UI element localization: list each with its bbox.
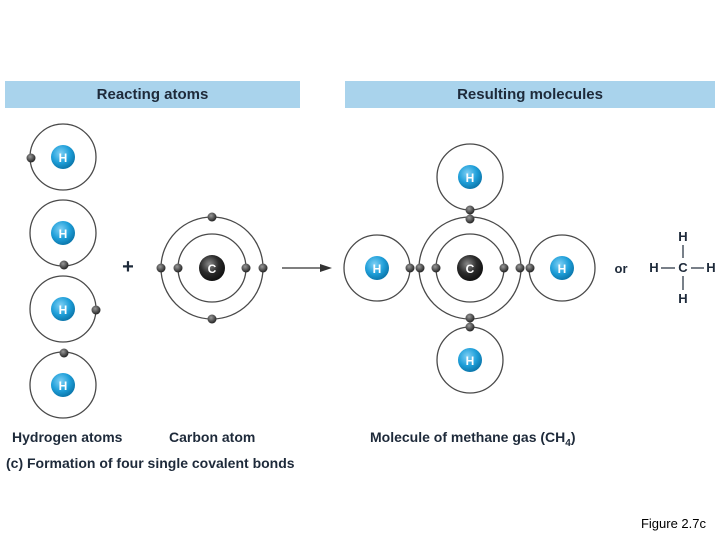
hydrogen-nucleus — [51, 373, 75, 397]
resulting-molecules-header: Resulting molecules — [345, 81, 715, 108]
electron — [431, 263, 441, 273]
reaction-arrow — [282, 264, 332, 272]
or-text: or — [615, 261, 628, 276]
methane-label-suffix: ) — [570, 429, 576, 445]
hydrogen-symbol: H — [59, 151, 68, 165]
electron — [207, 212, 217, 222]
carbon-nucleus — [457, 255, 483, 281]
formula-h-left: H — [649, 260, 658, 275]
electron — [156, 263, 166, 273]
electron — [499, 263, 509, 273]
bonded-hydrogen-left: H — [343, 234, 411, 302]
structural-formula: H H C H H — [649, 229, 715, 306]
electron — [173, 263, 183, 273]
carbon-atom: C — [156, 212, 268, 324]
hydrogen-nucleus — [365, 256, 389, 280]
hydrogen-symbol: H — [59, 303, 68, 317]
methane-label-subscript: 4 — [565, 437, 571, 449]
hydrogen-nucleus — [550, 256, 574, 280]
hydrogen-symbol: H — [558, 262, 567, 276]
reacting-atoms-header: Reacting atoms — [5, 81, 300, 108]
carbon-nucleus — [199, 255, 225, 281]
shared-electron — [465, 205, 475, 215]
methane-molecule: C H H H H — [343, 143, 596, 394]
hydrogen-atom-1: H — [26, 123, 97, 191]
electron — [241, 263, 251, 273]
hydrogen-symbol: H — [59, 227, 68, 241]
hydrogen-atom-3: H — [29, 275, 101, 343]
shared-electron — [405, 263, 415, 273]
electron — [59, 348, 69, 358]
hydrogen-nucleus — [458, 165, 482, 189]
methane-label: Molecule of methane gas (CH4) — [370, 429, 576, 449]
hydrogen-symbol: H — [466, 171, 475, 185]
formula-c-center: C — [678, 260, 688, 275]
hydrogen-symbol: H — [59, 379, 68, 393]
formula-h-top: H — [678, 229, 687, 244]
hydrogen-atom-4: H — [29, 348, 97, 419]
methane-label-prefix: Molecule of methane gas (CH — [370, 429, 566, 445]
shared-electron — [465, 322, 475, 332]
hydrogen-nucleus — [51, 297, 75, 321]
electron — [207, 314, 217, 324]
carbon-atom-label: Carbon atom — [169, 429, 256, 445]
shared-electron — [465, 313, 475, 323]
bonded-hydrogen-bottom: H — [436, 326, 504, 394]
plus-sign: + — [122, 256, 134, 278]
shared-electron — [515, 263, 525, 273]
carbon-symbol: C — [466, 262, 475, 276]
shared-electron — [525, 263, 535, 273]
electron — [59, 260, 69, 270]
carbon-symbol: C — [208, 262, 217, 276]
figure-caption: (c) Formation of four single covalent bo… — [6, 455, 295, 471]
shared-electron — [465, 214, 475, 224]
hydrogen-nucleus — [51, 221, 75, 245]
hydrogen-nucleus — [51, 145, 75, 169]
electron — [258, 263, 268, 273]
bonded-hydrogen-top: H — [436, 143, 504, 211]
electron — [26, 153, 36, 163]
bonded-hydrogen-right: H — [528, 234, 596, 302]
formula-h-right: H — [706, 260, 715, 275]
hydrogen-atom-2: H — [29, 199, 97, 270]
figure-number: Figure 2.7c — [640, 516, 706, 531]
hydrogen-atoms-label: Hydrogen atoms — [12, 429, 123, 445]
formula-h-bottom: H — [678, 291, 687, 306]
shared-electron — [415, 263, 425, 273]
hydrogen-nucleus — [458, 348, 482, 372]
hydrogen-symbol: H — [373, 262, 382, 276]
hydrogen-symbol: H — [466, 354, 475, 368]
electron — [91, 305, 101, 315]
